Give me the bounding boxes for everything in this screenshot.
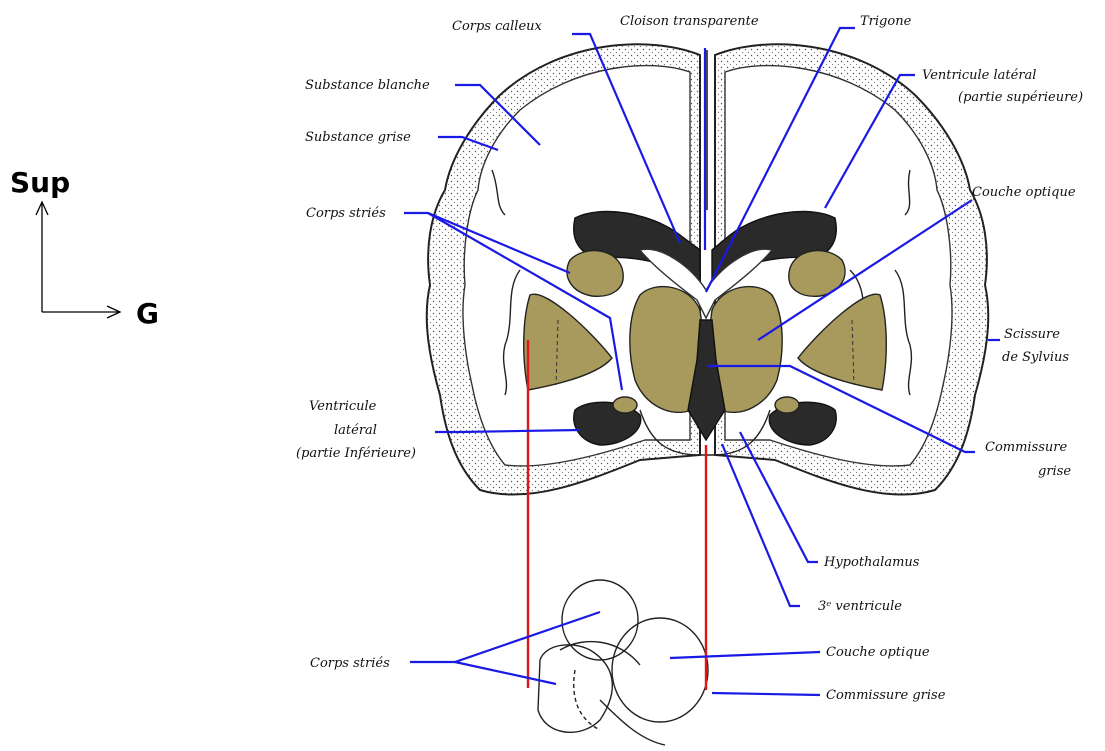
label-couche-optique-bottom: Couche optique xyxy=(826,645,930,660)
left-caudate-nucleus xyxy=(567,251,623,297)
bottom-3d-sketch xyxy=(538,580,708,745)
label-ventricule-lateral-sup-1: Ventricule latéral xyxy=(922,68,1036,83)
label-corps-calleux: Corps calleux xyxy=(452,19,543,34)
label-commissure-grise-1: Commissure xyxy=(985,440,1068,455)
label-couche-optique-top: Couche optique xyxy=(972,185,1076,200)
label-troisieme-ventricule: 3ᵉ ventricule xyxy=(818,599,902,614)
orientation-axes: Sup G xyxy=(10,166,159,330)
label-commissure-grise-2: grise xyxy=(1038,464,1071,479)
label-hypothalamus: Hypothalamus xyxy=(823,555,920,570)
label-corps-stries-bottom: Corps striés xyxy=(310,656,390,671)
label-substance-blanche: Substance blanche xyxy=(305,78,430,93)
label-scissure-1: Scissure xyxy=(1004,327,1060,342)
axis-label-sup: Sup xyxy=(10,166,70,199)
label-scissure-2: de Sylvius xyxy=(1002,350,1069,365)
label-trigone: Trigone xyxy=(860,14,912,29)
label-ventricule-lateral-inf-1: Ventricule xyxy=(309,399,377,414)
label-ventricule-lateral-inf-2: latéral xyxy=(334,423,377,438)
label-cloison-transparente: Cloison transparente xyxy=(620,14,759,29)
label-ventricule-lateral-inf-3: (partie Inférieure) xyxy=(296,446,416,461)
label-corps-stries-top: Corps striés xyxy=(306,206,386,221)
label-commissure-grise-bottom: Commissure grise xyxy=(826,688,946,703)
brain-section xyxy=(427,44,989,494)
label-substance-grise: Substance grise xyxy=(305,130,411,145)
axis-label-g: G xyxy=(136,297,159,330)
label-ventricule-lateral-sup-2: (partie supérieure) xyxy=(958,90,1083,105)
